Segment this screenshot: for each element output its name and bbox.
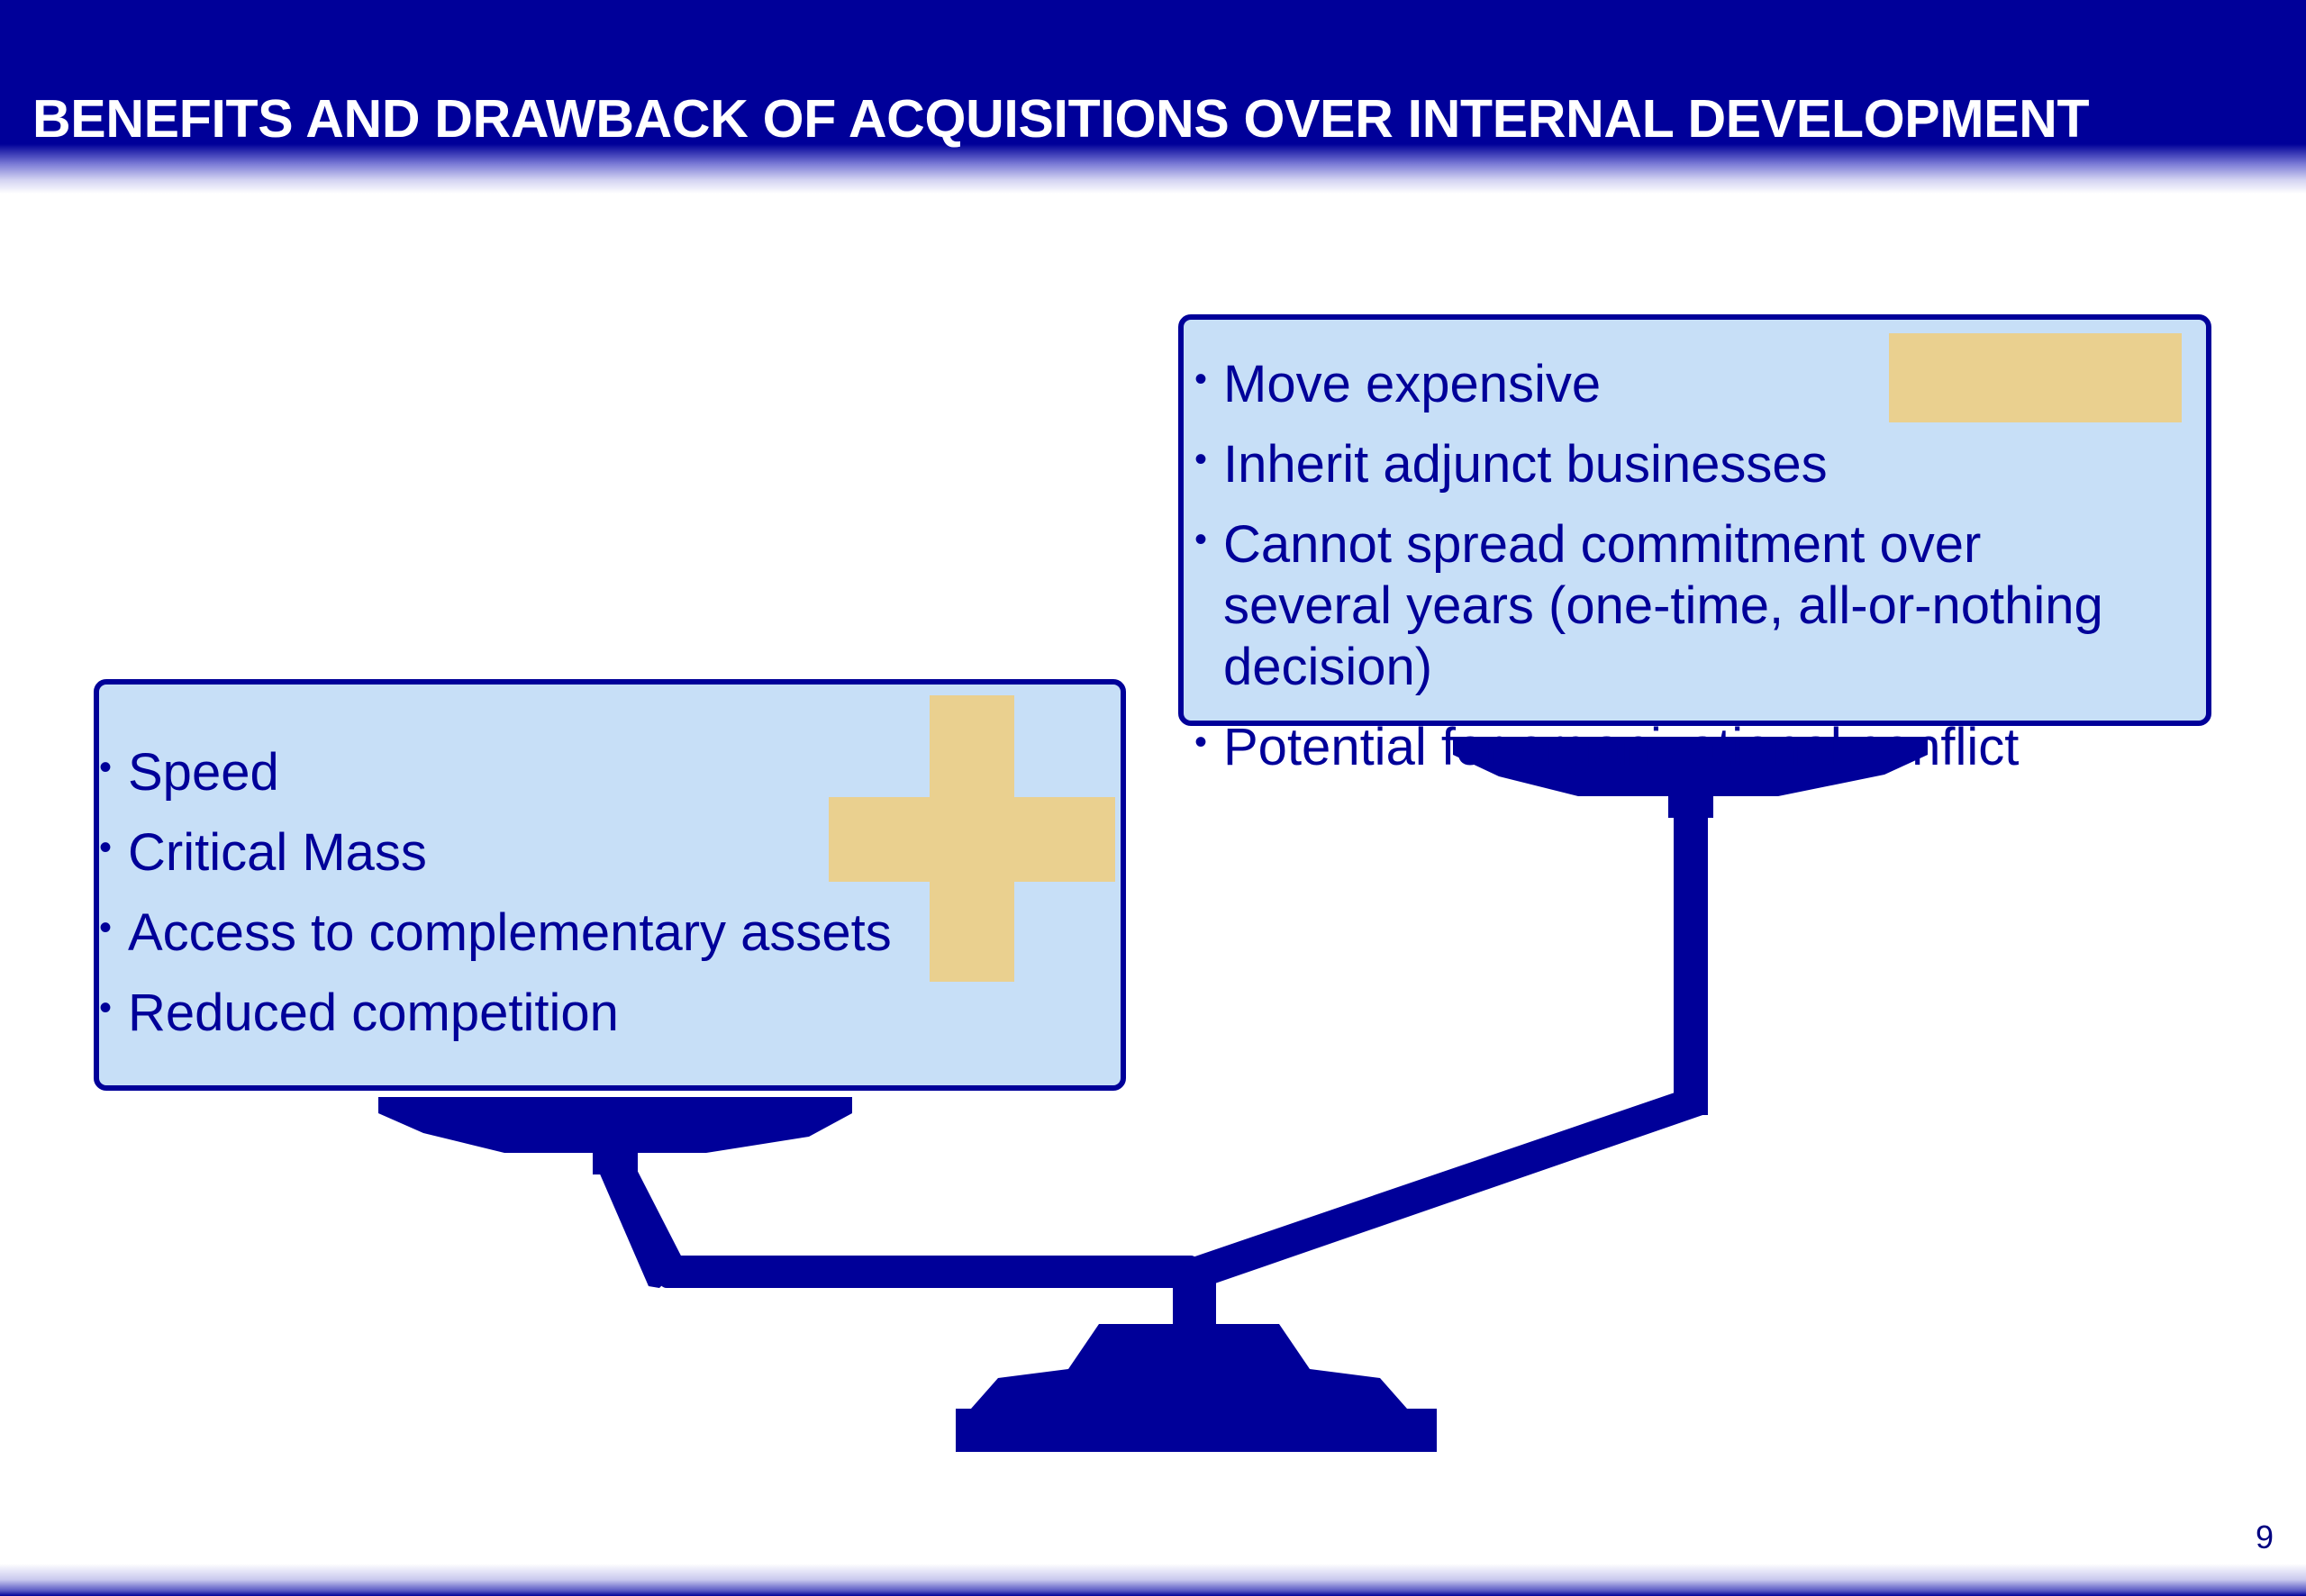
benefits-list: Speed Critical Mass Access to complement… bbox=[94, 737, 994, 1063]
benefit-item-complementary-assets: Access to complementary assets bbox=[94, 897, 994, 964]
drawback-item-organizational-conflict: Potential for organizational conflict bbox=[1189, 712, 2216, 778]
benefit-item-reduced-competition: Reduced competition bbox=[94, 977, 994, 1044]
drawback-item-commitment: Cannot spread commitment over several ye… bbox=[1189, 509, 2124, 698]
scale-left-pan bbox=[378, 1097, 852, 1153]
slide-title: BENEFITS AND DRAWBACK OF ACQUISITIONS OV… bbox=[32, 89, 2090, 149]
scale-left-beam bbox=[659, 1256, 1198, 1288]
drawback-item-expensive: Move expensive bbox=[1189, 349, 2216, 415]
benefit-item-critical-mass: Critical Mass bbox=[94, 817, 994, 884]
footer-bar bbox=[0, 1564, 2306, 1596]
benefit-item-speed: Speed bbox=[94, 737, 994, 803]
scale-right-post bbox=[1674, 791, 1708, 1115]
page-number: 9 bbox=[2255, 1519, 2274, 1555]
scale-left-arm bbox=[593, 1157, 685, 1288]
drawback-item-adjunct-businesses: Inherit adjunct businesses bbox=[1189, 429, 2216, 495]
drawbacks-list: Move expensive Inherit adjunct businesse… bbox=[1189, 349, 2216, 797]
scale-right-beam bbox=[1182, 1090, 1708, 1288]
title-bar: BENEFITS AND DRAWBACK OF ACQUISITIONS OV… bbox=[0, 0, 2306, 194]
scale-base bbox=[956, 1324, 1437, 1452]
